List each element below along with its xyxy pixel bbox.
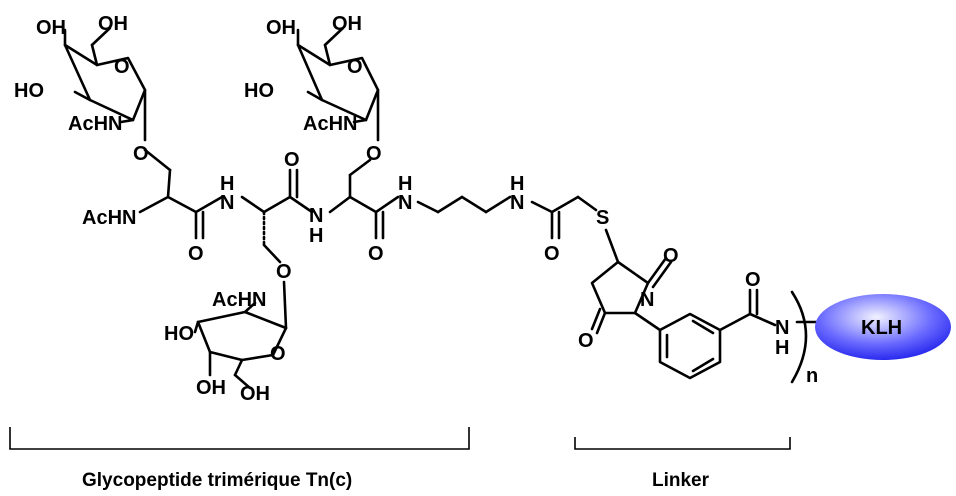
sugar2-ho: HO bbox=[244, 80, 274, 102]
succinimide-o-2: O bbox=[578, 330, 594, 352]
repeat-n: n bbox=[806, 365, 818, 387]
sulfur: S bbox=[596, 207, 609, 229]
linker-label: Linker bbox=[652, 470, 710, 491]
succinimide-o-1: O bbox=[663, 245, 679, 267]
benzamide-n: N bbox=[775, 317, 789, 339]
sugar2-achn: AcHN bbox=[303, 113, 357, 135]
carbonyl-o-1: O bbox=[188, 243, 204, 265]
amide-n-4: N bbox=[510, 192, 524, 214]
succinimide-ring bbox=[590, 228, 673, 335]
sugar2-glycosidic-o: O bbox=[366, 143, 382, 165]
sugar1-oh-2: OH bbox=[98, 13, 128, 35]
klh-label: KLH bbox=[861, 317, 902, 339]
peptide-backbone bbox=[138, 168, 598, 264]
amide-h-1: H bbox=[220, 173, 234, 195]
benzamide-o: O bbox=[745, 269, 761, 291]
succinimide-n: N bbox=[640, 289, 654, 311]
sugar1-ho: HO bbox=[14, 80, 44, 102]
sugar3-ho: HO bbox=[164, 323, 194, 345]
sugar2-oh-1: OH bbox=[266, 17, 296, 39]
amide-h-2: H bbox=[309, 225, 323, 247]
sugar-ring-1 bbox=[63, 26, 172, 172]
sugar1-ring-o: O bbox=[114, 56, 130, 78]
sugar3-oh-1: OH bbox=[196, 377, 226, 399]
carbonyl-o-2: O bbox=[284, 149, 300, 171]
achn-nterm: AcHN bbox=[82, 207, 136, 229]
benzamide-h: H bbox=[775, 337, 789, 359]
sugar-ring-2 bbox=[296, 26, 380, 177]
carbonyl-o-3: O bbox=[368, 243, 384, 265]
amide-h-4: H bbox=[510, 173, 524, 195]
amide-n-2: N bbox=[309, 205, 323, 227]
sugar1-glycosidic-o: O bbox=[133, 143, 149, 165]
amide-n-3: N bbox=[398, 192, 412, 214]
sugar1-oh-1: OH bbox=[36, 17, 66, 39]
sugar-ring-3 bbox=[193, 280, 288, 390]
glycopeptide-bracket bbox=[9, 427, 470, 450]
amide-h-3: H bbox=[398, 173, 412, 195]
benzene-ring bbox=[658, 288, 777, 380]
klh-carrier bbox=[815, 294, 951, 360]
glycopeptide-label: Glycopeptide trimérique Tn(c) bbox=[82, 470, 352, 491]
sugar2-ring-o: O bbox=[347, 56, 363, 78]
sugar1-achn: AcHN bbox=[68, 113, 122, 135]
sugar3-achn: AcHN bbox=[212, 289, 266, 311]
sugar2-oh-2: OH bbox=[332, 13, 362, 35]
carbonyl-o-4: O bbox=[544, 243, 560, 265]
repeat-parenthesis bbox=[790, 290, 808, 384]
ser2-o: O bbox=[276, 261, 292, 283]
linker-bracket bbox=[574, 437, 791, 450]
sugar3-oh-2: OH bbox=[240, 383, 270, 405]
amide-n-1: N bbox=[220, 192, 234, 214]
sugar3-ring-o: O bbox=[270, 343, 286, 365]
